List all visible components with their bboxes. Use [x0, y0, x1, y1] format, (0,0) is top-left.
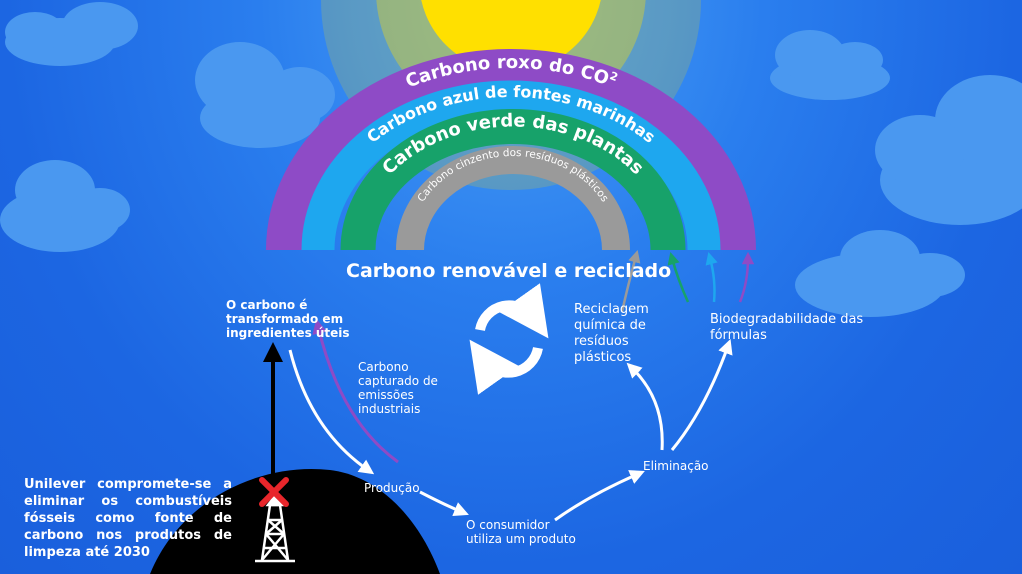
arrow-to-production [288, 349, 375, 475]
oil-derrick-icon [255, 493, 295, 563]
arrow-to-blue-arc [705, 251, 718, 303]
cloud-icon [195, 42, 335, 148]
recycle-refresh-icon [469, 283, 549, 395]
arrow-to-biodegradability [670, 338, 733, 451]
production-label: Produção [364, 481, 420, 495]
biodegradability-label: Biodegradabilidade das fórmulas [710, 312, 864, 343]
consumer-label: O consumidor utiliza um produto [466, 518, 576, 546]
arrow-to-elimination [554, 470, 645, 522]
page-title: Carbono renovável e reciclado [346, 260, 672, 282]
arrow-to-purple-arc [738, 251, 755, 303]
recycling-label: Reciclagem química de resíduos plásticos [574, 302, 649, 365]
cloud-icon [795, 230, 965, 317]
arrow-to-consumer [419, 490, 469, 517]
elimination-label: Eliminação [643, 459, 709, 473]
captured-carbon-arrow [312, 318, 399, 464]
arrow-to-grey-arc [620, 249, 641, 313]
arrow-to-green-arc [667, 251, 690, 303]
unilever-pledge-text: Unilever compromete-se a eliminar os com… [24, 477, 232, 560]
cloud-icon [770, 30, 890, 100]
green-carbon-arc [340, 108, 686, 251]
purple-carbon-arc [266, 49, 756, 251]
black-hill [150, 468, 440, 574]
cloud-icon [5, 2, 138, 66]
cloud-icon [0, 160, 130, 252]
captured-carbon-label: Carbono capturado de emissões industriai… [358, 360, 438, 416]
arrow-to-recycling [626, 362, 664, 451]
blue-carbon-arc [301, 80, 721, 251]
cloud-icon [875, 75, 1022, 225]
red-cross-icon [259, 477, 289, 507]
transform-label: O carbono é transformado em ingredientes… [226, 298, 350, 340]
grey-carbon-arc [396, 146, 630, 251]
